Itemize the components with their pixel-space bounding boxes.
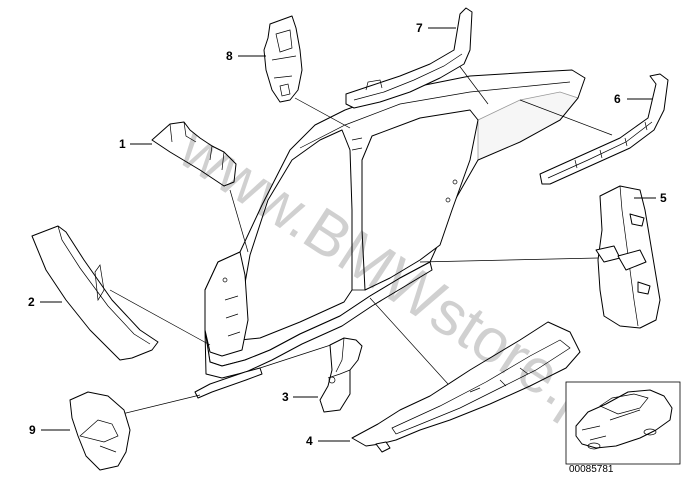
part-7 — [345, 7, 473, 109]
callout-leaders — [40, 27, 656, 442]
callout-numbers: 1 2 3 4 5 6 7 8 9 — [28, 21, 667, 448]
callout-7: 7 — [416, 21, 423, 35]
callout-2: 2 — [28, 295, 35, 309]
part-5 — [595, 185, 661, 329]
callout-1: 1 — [119, 137, 126, 151]
body-side-frame — [194, 69, 586, 399]
reference-number: 00085781 — [569, 464, 614, 475]
car-thumbnail — [575, 389, 673, 450]
part-2 — [31, 225, 159, 361]
callout-3: 3 — [282, 390, 289, 404]
part-4 — [351, 321, 581, 453]
part-9 — [69, 391, 131, 471]
part-8 — [263, 15, 303, 103]
callout-6: 6 — [614, 92, 621, 106]
callout-8: 8 — [226, 49, 233, 63]
part-6 — [539, 73, 669, 185]
part-3 — [319, 337, 363, 413]
reference-inset: 00085781 — [565, 381, 681, 475]
part-1 — [151, 121, 237, 187]
callout-9: 9 — [29, 423, 36, 437]
callout-5: 5 — [660, 191, 667, 205]
callout-4: 4 — [306, 434, 313, 448]
